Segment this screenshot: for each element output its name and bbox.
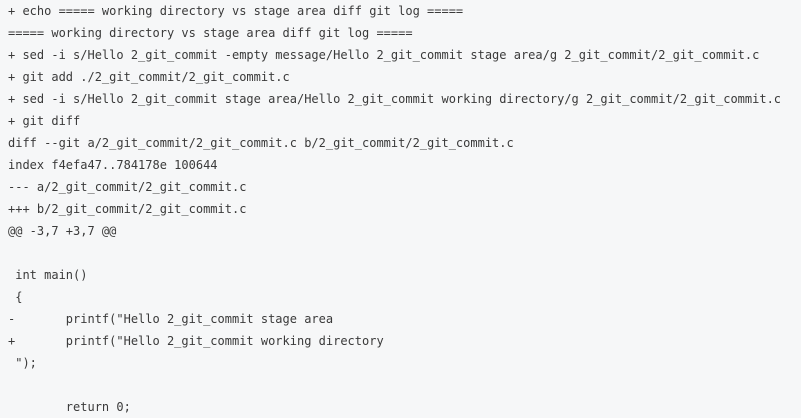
diff-index-line: index f4efa47..784178e 100644 [8,158,218,172]
diff-old-file-line: --- a/2_git_commit/2_git_commit.c [8,180,247,194]
output-line: + echo ===== working directory vs stage … [8,4,464,18]
blank-line [8,374,801,396]
output-line: + git add ./2_git_commit/2_git_commit.c [8,70,290,84]
output-line: + git diff [8,114,81,128]
diff-context-line: "); [8,356,37,370]
diff-added-line: + printf("Hello 2_git_commit working dir… [8,334,384,348]
output-line: + sed -i s/Hello 2_git_commit stage area… [8,92,782,106]
blank-line [8,242,801,264]
diff-new-file-line: +++ b/2_git_commit/2_git_commit.c [8,202,247,216]
output-line: + sed -i s/Hello 2_git_commit -empty mes… [8,48,760,62]
diff-context-line: return 0; [8,400,131,414]
diff-hunk-header: @@ -3,7 +3,7 @@ [8,224,117,238]
diff-header-line: diff --git a/2_git_commit/2_git_commit.c… [8,136,514,150]
diff-removed-line: - printf("Hello 2_git_commit stage area [8,312,334,326]
diff-context-line: int main() [8,268,88,282]
diff-context-line: { [8,290,23,304]
output-line: ===== working directory vs stage area di… [8,26,413,40]
